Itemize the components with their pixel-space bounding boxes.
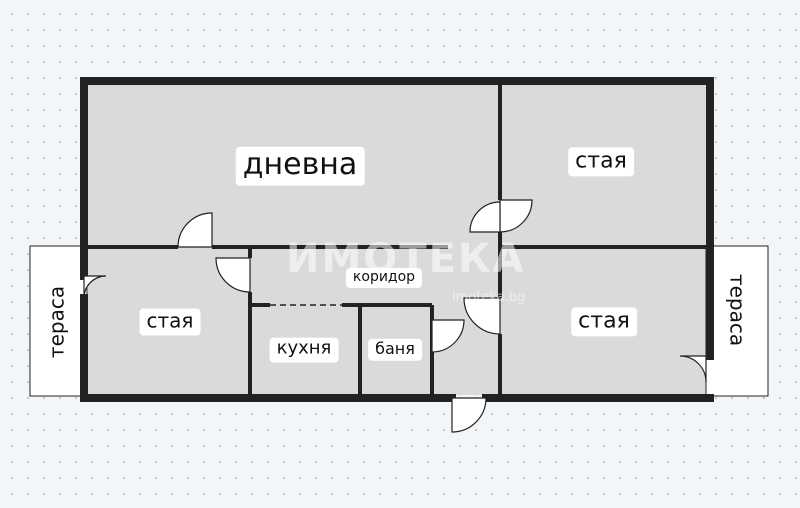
top-right-door-swing xyxy=(499,199,533,233)
bottom-right-room-label: стая xyxy=(571,307,637,337)
entrance-door-swing xyxy=(451,397,487,433)
bottom-right-door-swing xyxy=(463,297,501,335)
terrace-left-door-swing xyxy=(83,275,107,299)
door-swings xyxy=(83,199,707,433)
inner-walls xyxy=(88,84,706,395)
top-right-room-label: стая xyxy=(568,147,634,177)
living-room-label: дневна xyxy=(235,146,365,186)
watermark-url: imoteka.bg xyxy=(452,290,526,305)
terrace-right-label: тераса xyxy=(722,266,750,354)
terrace-left-label: тераса xyxy=(44,278,72,366)
kitchen-label: кухня xyxy=(269,337,339,363)
living-door-swing xyxy=(177,212,213,248)
corridor-label: коридор xyxy=(345,267,423,289)
left-room-door-swing xyxy=(215,257,251,293)
terrace-right-door-swing xyxy=(679,355,707,383)
outer-walls xyxy=(80,77,714,402)
left-room-label: стая xyxy=(139,308,201,336)
bathroom-label: баня xyxy=(368,338,422,362)
bathroom-door-swing xyxy=(431,319,465,353)
corridor-door-swing xyxy=(469,201,501,233)
